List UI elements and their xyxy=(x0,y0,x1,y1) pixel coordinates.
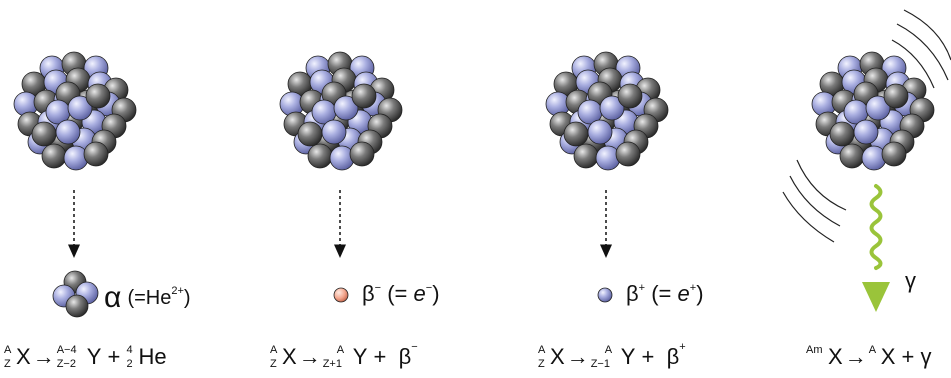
nucleus-beta-plus xyxy=(546,52,668,170)
proton-sphere xyxy=(854,120,878,144)
alpha-particle-icon xyxy=(53,271,98,317)
neutron-sphere xyxy=(84,142,108,166)
neutron-sphere xyxy=(352,84,376,108)
neutron-sphere xyxy=(564,122,588,146)
proton-sphere xyxy=(56,120,80,144)
beta-plus-label: β+ (= e+) xyxy=(626,283,704,305)
nucleus-beta-minus xyxy=(280,52,402,170)
neutron-sphere xyxy=(616,142,640,166)
neutron-sphere xyxy=(840,144,864,168)
nucleus-alpha xyxy=(14,52,136,170)
beta-minus-label: β− (= e−) xyxy=(362,283,440,305)
gamma-ray-icon xyxy=(862,186,890,312)
neutron-sphere xyxy=(350,142,374,166)
neutron-sphere xyxy=(830,122,854,146)
neutron-sphere xyxy=(308,144,332,168)
neutron-sphere xyxy=(574,144,598,168)
neutron-sphere xyxy=(884,84,908,108)
proton-sphere xyxy=(588,120,612,144)
positron-icon xyxy=(598,288,612,302)
neutron-sphere xyxy=(42,144,66,168)
neutron-sphere xyxy=(882,142,906,166)
proton-sphere xyxy=(322,120,346,144)
nucleus-gamma xyxy=(812,52,934,170)
neutron-sphere xyxy=(32,122,56,146)
alpha-label: α (=He2+) xyxy=(104,283,191,313)
neutron-sphere xyxy=(298,122,322,146)
neutron-sphere xyxy=(618,84,642,108)
neutron-sphere xyxy=(86,84,110,108)
electron-icon xyxy=(334,288,348,302)
gamma-label: γ xyxy=(905,270,916,292)
